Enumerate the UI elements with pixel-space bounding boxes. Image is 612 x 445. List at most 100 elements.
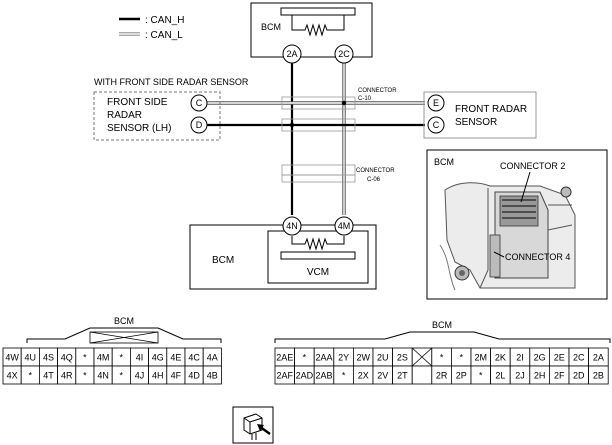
- pin-cell-label: 2E: [554, 353, 565, 363]
- pin-4m-label: 4M: [338, 221, 351, 231]
- pin-cell-label: *: [342, 371, 346, 381]
- pin-cell-label: 4M: [97, 353, 110, 363]
- pin-cell-label: *: [120, 371, 124, 381]
- connector-c10: CONNECTOR C-10: [281, 88, 397, 132]
- bottom-bcm-label: BCM: [212, 255, 234, 266]
- front-side-radar-sensor: WITH FRONT SIDE RADAR SENSOR FRONT SIDE …: [93, 77, 249, 141]
- pin-c-front: [427, 116, 445, 134]
- pin-cell-label: 4F: [171, 371, 182, 381]
- front-radar-box: [423, 91, 537, 139]
- pin-cell-label: 4R: [61, 371, 73, 381]
- pin-4n: [282, 216, 302, 236]
- pin-cell-label: 4W: [5, 353, 19, 363]
- pin-2c: [334, 44, 354, 64]
- connector-c06-code: C-06: [367, 177, 381, 183]
- pin-cell-label: 2M: [475, 353, 488, 363]
- pin-cell: [202, 365, 222, 385]
- pin-cell-label: 2H: [534, 371, 546, 381]
- legend-can-l-label: : CAN_L: [145, 30, 183, 41]
- pin-2a-label: 2A: [286, 49, 297, 59]
- pin-cell-label: 2L: [495, 371, 505, 381]
- pin-c-front-label: C: [433, 120, 440, 130]
- pin-cell-label: 4X: [7, 371, 18, 381]
- pin-cell-label: *: [459, 353, 463, 363]
- pin-4m: [334, 216, 354, 236]
- connector-2-title: BCM: [432, 320, 452, 330]
- pin-cell-label: 2A: [593, 353, 604, 363]
- pin-cell-label: 2B: [593, 371, 604, 381]
- pin-cell-label: *: [440, 353, 444, 363]
- pin-cell-label: 4I: [136, 353, 144, 363]
- vcm-box: [267, 230, 369, 284]
- pin-cell-label: *: [29, 371, 33, 381]
- side-radar-label-1: FRONT SIDE: [107, 97, 168, 108]
- legend: : CAN_H : CAN_L: [119, 15, 184, 41]
- pin-cell-label: 4D: [188, 371, 200, 381]
- pin-e-front-label: E: [433, 98, 439, 108]
- pin-cell-label: 2AA: [315, 353, 332, 363]
- pin-cell-label: 2S: [397, 353, 408, 363]
- pin-cell-label: 2T: [397, 371, 408, 381]
- connector-4-latch: [26, 327, 222, 343]
- bcm-location-photo: BCM CONNECTOR 2 CONNECTOR 4: [426, 149, 608, 300]
- pin-cell-label: 2U: [377, 353, 389, 363]
- pin-c-side: [190, 94, 208, 112]
- side-radar-box: [93, 91, 221, 141]
- termination-bar-bottom: [280, 251, 356, 260]
- pin-cell-label: 4S: [43, 353, 54, 363]
- top-bcm-label: BCM: [261, 22, 281, 32]
- bottom-bcm-module: BCM VCM 4N 4M: [189, 216, 377, 290]
- pin-cell-label: 4A: [207, 353, 218, 363]
- pin-cell-label: 2C: [573, 353, 585, 363]
- connector-c10-code: C-10: [358, 96, 372, 102]
- connector-c06-title: CONNECTOR: [356, 168, 395, 174]
- pin-cell-label: *: [303, 353, 307, 363]
- pin-cell: [588, 365, 609, 385]
- side-radar-label-3: SENSOR (LH): [107, 123, 171, 134]
- vcm-label: VCM: [307, 267, 329, 278]
- pin-cell-label: 2AE: [276, 353, 293, 363]
- pin-cell-label: 2D: [573, 371, 585, 381]
- pin-cell-label: 2AD: [296, 371, 314, 381]
- pin-cell-label: *: [120, 353, 124, 363]
- top-bcm-box: [250, 2, 373, 58]
- pin-cell: [411, 365, 433, 385]
- connector-4-title: BCM: [114, 316, 134, 326]
- callout-connector-2: CONNECTOR 2: [500, 161, 565, 171]
- pin-cell-label: 2K: [495, 353, 506, 363]
- pin-d-side-label: D: [196, 120, 203, 130]
- pin-cell-label: 4G: [152, 353, 164, 363]
- pin-cell-label: 4Q: [61, 353, 73, 363]
- harness-side-connector-icon: [232, 406, 274, 444]
- photo-title: BCM: [434, 157, 454, 167]
- top-pins: 2A 2C: [282, 44, 354, 64]
- pin-cell-label: 2AB: [315, 371, 332, 381]
- pin-cell-label: 4J: [135, 371, 145, 381]
- pin-cell-label: 4N: [97, 371, 109, 381]
- pin-cell-label: 4H: [152, 371, 164, 381]
- pin-cell-label: 2V: [377, 371, 388, 381]
- front-radar-sensor: FRONT RADAR SENSOR E C: [423, 91, 537, 139]
- splice-can-h: [289, 122, 295, 128]
- can-wires: [207, 57, 425, 215]
- pin-2a: [282, 44, 302, 64]
- pin-cell-label: *: [83, 353, 87, 363]
- pin-cell-label: 2AF: [277, 371, 294, 381]
- pin-cell-label: 4E: [170, 353, 181, 363]
- legend-can-h-label: : CAN_H: [145, 15, 184, 26]
- top-bcm-module: BCM: [250, 2, 373, 58]
- pin-cell-label: 2F: [554, 371, 565, 381]
- termination-resistor-top: [291, 15, 345, 37]
- connector-c06: CONNECTOR C-06: [281, 164, 395, 183]
- pin-cell-label: 2I: [516, 353, 524, 363]
- pin-cell-label: 2W: [356, 353, 370, 363]
- pin-e-front: [427, 94, 445, 112]
- front-radar-label-1: FRONT RADAR: [455, 104, 527, 115]
- pin-cell-label: *: [479, 371, 483, 381]
- termination-bar-top: [280, 7, 356, 16]
- pin-cell-label: 2J: [515, 371, 525, 381]
- callout-connector-4: CONNECTOR 4: [505, 252, 570, 262]
